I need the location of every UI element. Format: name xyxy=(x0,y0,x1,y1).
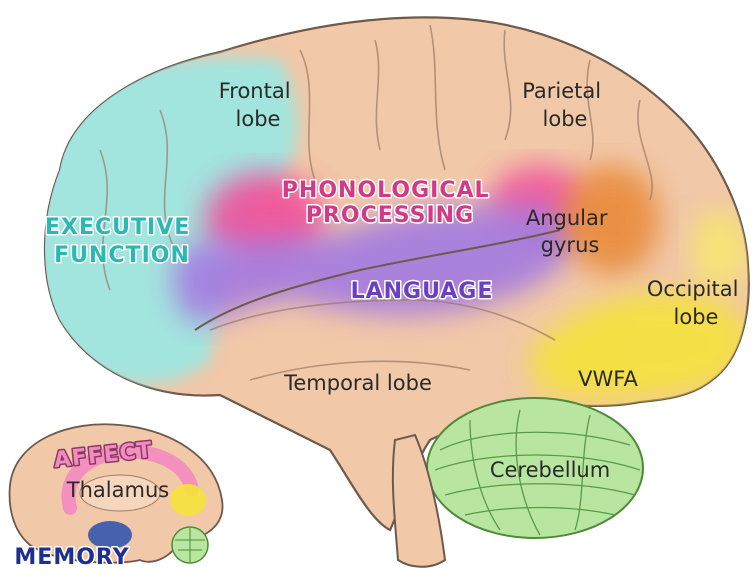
language-label: LANGUAGE xyxy=(351,279,494,304)
memory-label: MEMORY xyxy=(14,545,129,570)
thalamus-label: Thalamus xyxy=(66,478,169,502)
cerebellum-label: Cerebellum xyxy=(490,458,610,482)
vwfa-label: VWFA xyxy=(578,367,638,391)
temporal-lobe-label: Temporal lobe xyxy=(283,371,432,395)
inset-cerebellum xyxy=(172,527,208,563)
inset-yellow-region xyxy=(170,484,206,516)
phonological-processing-label: PHONOLOGICAL PROCESSING xyxy=(282,178,498,228)
